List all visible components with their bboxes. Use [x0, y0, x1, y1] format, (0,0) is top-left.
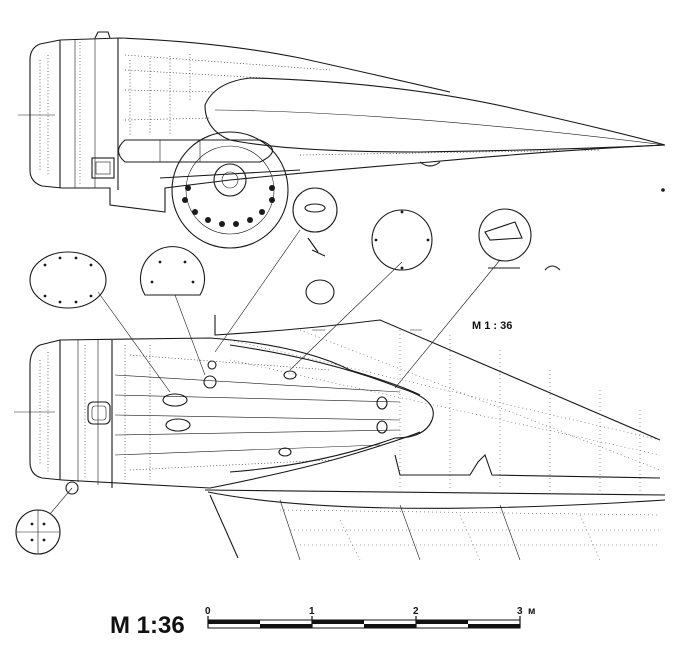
scale-bar-segment [208, 620, 260, 624]
scale-bar-tick-label: 1 [309, 606, 315, 617]
plan-view [14, 315, 666, 561]
scale-bar-tick-label: 0 [205, 606, 211, 617]
scale-bar-tick-label: 2 [413, 606, 419, 617]
main-scale-label: M 1:36 [110, 612, 185, 639]
detail-callouts [15, 187, 561, 555]
scale-bar-segment [260, 624, 312, 628]
scale-bar-segment [312, 620, 364, 624]
scale-bar-unit: м [528, 606, 535, 617]
scale-bar-segment [468, 624, 520, 628]
scale-bar-tick-label: 3 [517, 606, 523, 617]
wheel-holes [182, 185, 275, 227]
scale-bar-segment [416, 620, 468, 624]
scale-bar-segment [364, 624, 416, 628]
detail-scale-label: M 1 : 36 [472, 320, 512, 332]
side-view-fuselage [18, 31, 666, 249]
